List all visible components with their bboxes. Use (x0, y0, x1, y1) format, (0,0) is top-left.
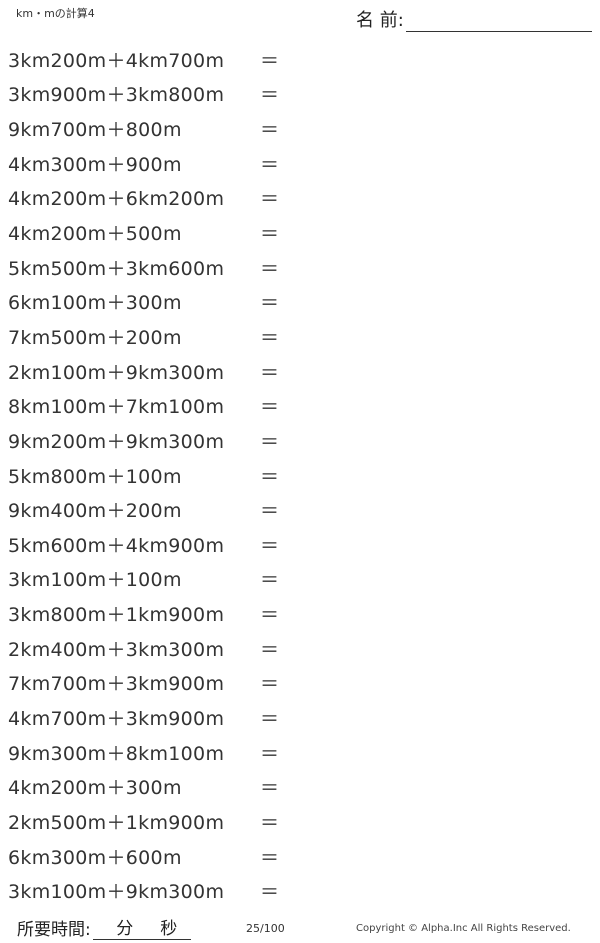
problem-row: 5km500m＋3km600m ＝ (8, 250, 279, 285)
problem-row: 8km100m＋7km100m ＝ (8, 388, 279, 423)
problem-row: 3km100m＋100m ＝ (8, 562, 279, 597)
problem-row: 6km100m＋300m ＝ (8, 284, 279, 319)
problem-expression: 4km200m＋300m (8, 777, 182, 800)
problem-row: 2km500m＋1km900m ＝ (8, 804, 279, 839)
problem-row: 3km800m＋1km900m ＝ (8, 596, 279, 631)
page-number: 25/100 (246, 922, 285, 935)
equals-sign: ＝ (260, 846, 280, 869)
equals-sign: ＝ (260, 430, 280, 453)
equals-sign: ＝ (260, 500, 280, 523)
problem-row: 4km200m＋300m ＝ (8, 769, 279, 804)
problem-expression: 2km400m＋3km300m (8, 638, 225, 661)
problem-row: 9km700m＋800m ＝ (8, 111, 279, 146)
equals-sign: ＝ (260, 604, 280, 627)
equals-sign: ＝ (260, 707, 280, 730)
problem-expression: 5km500m＋3km600m (8, 257, 225, 280)
problem-expression: 2km100m＋9km300m (8, 361, 225, 384)
problem-expression: 7km500m＋200m (8, 326, 182, 349)
minutes-label: 分 (116, 919, 134, 939)
worksheet-title: km・mの計算4 (16, 7, 95, 20)
problem-expression: 4km300m＋900m (8, 153, 182, 176)
seconds-label: 秒 (160, 919, 178, 939)
equals-sign: ＝ (260, 881, 280, 904)
problem-row: 4km700m＋3km900m ＝ (8, 700, 279, 735)
equals-sign: ＝ (260, 742, 280, 765)
time-blank[interactable]: 分 秒 (92, 914, 191, 940)
equals-sign: ＝ (260, 534, 280, 557)
problem-row: 6km300m＋600m ＝ (8, 839, 279, 874)
problem-expression: 9km200m＋9km300m (8, 430, 225, 453)
equals-sign: ＝ (260, 811, 280, 834)
problem-row: 5km600m＋4km900m ＝ (8, 527, 279, 562)
problem-row: 9km400m＋200m ＝ (8, 492, 279, 527)
problem-row: 9km200m＋9km300m ＝ (8, 423, 279, 458)
problem-expression: 3km100m＋100m (8, 569, 182, 592)
problem-expression: 8km100m＋7km100m (8, 396, 225, 419)
name-field: 名 前: (356, 6, 592, 32)
equals-sign: ＝ (260, 119, 280, 142)
problem-expression: 9km300m＋8km100m (8, 742, 225, 765)
problem-expression: 9km700m＋800m (8, 119, 182, 142)
problem-expression: 2km500m＋1km900m (8, 811, 225, 834)
problem-expression: 9km400m＋200m (8, 500, 182, 523)
problem-row: 2km400m＋3km300m ＝ (8, 631, 279, 666)
problem-expression: 5km600m＋4km900m (8, 534, 225, 557)
problem-row: 4km200m＋6km200m ＝ (8, 181, 279, 216)
time-label: 所要時間: (17, 920, 91, 940)
equals-sign: ＝ (260, 673, 280, 696)
problem-row: 3km100m＋9km300m ＝ (8, 873, 279, 908)
equals-sign: ＝ (260, 153, 280, 176)
problem-row: 7km700m＋3km900m ＝ (8, 666, 279, 701)
problem-expression: 6km100m＋300m (8, 292, 182, 315)
equals-sign: ＝ (260, 777, 280, 800)
equals-sign: ＝ (260, 257, 280, 280)
problem-list: 3km200m＋4km700m＝3km900m＋3km800m＝9km700m＋… (8, 42, 279, 908)
name-blank[interactable] (405, 13, 592, 32)
problem-row: 5km800m＋100m ＝ (8, 458, 279, 493)
problem-expression: 7km700m＋3km900m (8, 673, 225, 696)
problem-row: 2km100m＋9km300m ＝ (8, 354, 279, 389)
problem-expression: 4km200m＋500m (8, 223, 182, 246)
problem-expression: 5km800m＋100m (8, 465, 182, 488)
equals-sign: ＝ (260, 84, 280, 107)
copyright: Copyright © Alpha.Inc All Rights Reserve… (356, 923, 571, 934)
equals-sign: ＝ (260, 326, 280, 349)
problem-row: 4km300m＋900m ＝ (8, 146, 279, 181)
equals-sign: ＝ (260, 569, 280, 592)
equals-sign: ＝ (260, 638, 280, 661)
problem-expression: 3km200m＋4km700m (8, 49, 225, 72)
problem-expression: 6km300m＋600m (8, 846, 182, 869)
equals-sign: ＝ (260, 396, 280, 419)
equals-sign: ＝ (260, 223, 280, 246)
equals-sign: ＝ (260, 361, 280, 384)
equals-sign: ＝ (260, 188, 280, 211)
name-label: 名 前: (356, 10, 404, 31)
problem-row: 3km900m＋3km800m ＝ (8, 77, 279, 112)
problem-row: 4km200m＋500m ＝ (8, 215, 279, 250)
problem-row: 7km500m＋200m ＝ (8, 319, 279, 354)
equals-sign: ＝ (260, 292, 280, 315)
problem-expression: 3km800m＋1km900m (8, 604, 225, 627)
problem-expression: 4km200m＋6km200m (8, 188, 225, 211)
time-field: 所要時間: 分 秒 (17, 914, 191, 940)
problem-expression: 3km900m＋3km800m (8, 84, 225, 107)
problem-row: 3km200m＋4km700m ＝ (8, 42, 279, 77)
problem-row: 9km300m＋8km100m ＝ (8, 735, 279, 770)
problem-expression: 3km100m＋9km300m (8, 881, 225, 904)
problem-expression: 4km700m＋3km900m (8, 707, 225, 730)
equals-sign: ＝ (260, 465, 280, 488)
equals-sign: ＝ (260, 49, 280, 72)
